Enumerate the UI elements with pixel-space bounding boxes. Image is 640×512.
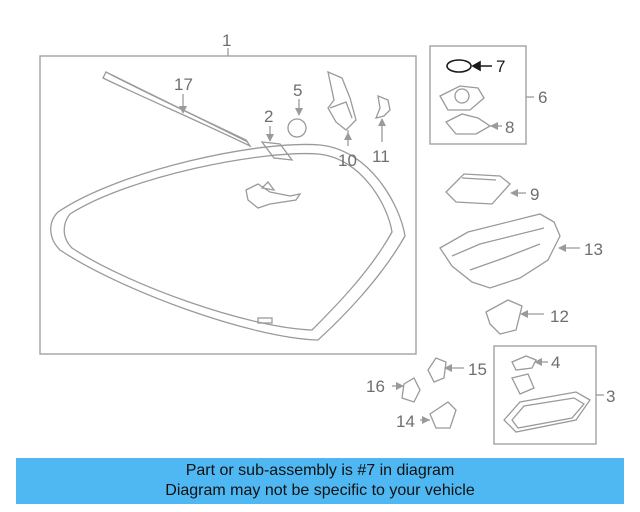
sensor-group-box	[429, 45, 527, 145]
callout-4: 4	[551, 353, 560, 372]
part-5-sensor-pad	[287, 99, 307, 138]
part-11-clip	[374, 94, 391, 142]
callout-2: 2	[264, 107, 273, 126]
callout-12: 12	[550, 307, 569, 326]
callout-6: 6	[538, 88, 547, 107]
part-12-bracket	[485, 299, 544, 335]
part-10-bracket	[327, 70, 357, 146]
part-13-trim-panel	[439, 213, 580, 289]
callout-7: 7	[496, 57, 505, 76]
banner-line-part: Part or sub-assembly is #7 in diagram	[185, 462, 455, 479]
callout-16: 16	[366, 377, 385, 396]
callout-14: 14	[396, 412, 415, 431]
callout-11: 11	[372, 147, 390, 166]
callout-10: 10	[338, 151, 357, 170]
part-15-clip	[427, 357, 464, 383]
info-banner: Part or sub-assembly is #7 in diagram Di…	[16, 458, 624, 504]
callout-5: 5	[293, 81, 302, 100]
banner-line-disclaimer: Diagram may not be specific to your vehi…	[165, 482, 475, 499]
rearview-mirror-assembly	[503, 355, 591, 433]
callout-8: 8	[505, 118, 514, 137]
part-9-cover	[445, 173, 526, 205]
part-14-clip	[420, 401, 457, 429]
callout-17: 17	[174, 75, 193, 94]
windshield-glass	[50, 143, 406, 341]
part-7-highlighted	[446, 59, 492, 73]
part-16-clip	[392, 377, 421, 403]
callout-1: 1	[222, 31, 231, 50]
callout-3: 3	[606, 387, 615, 406]
parts-diagram: 1 17 2 5 10 11 7 6 8 9 13 12 4 15 16 3 1…	[39, 31, 615, 445]
windshield-group-box	[39, 55, 417, 355]
callout-13: 13	[584, 240, 603, 259]
callout-9: 9	[530, 185, 539, 204]
callout-15: 15	[468, 360, 487, 379]
